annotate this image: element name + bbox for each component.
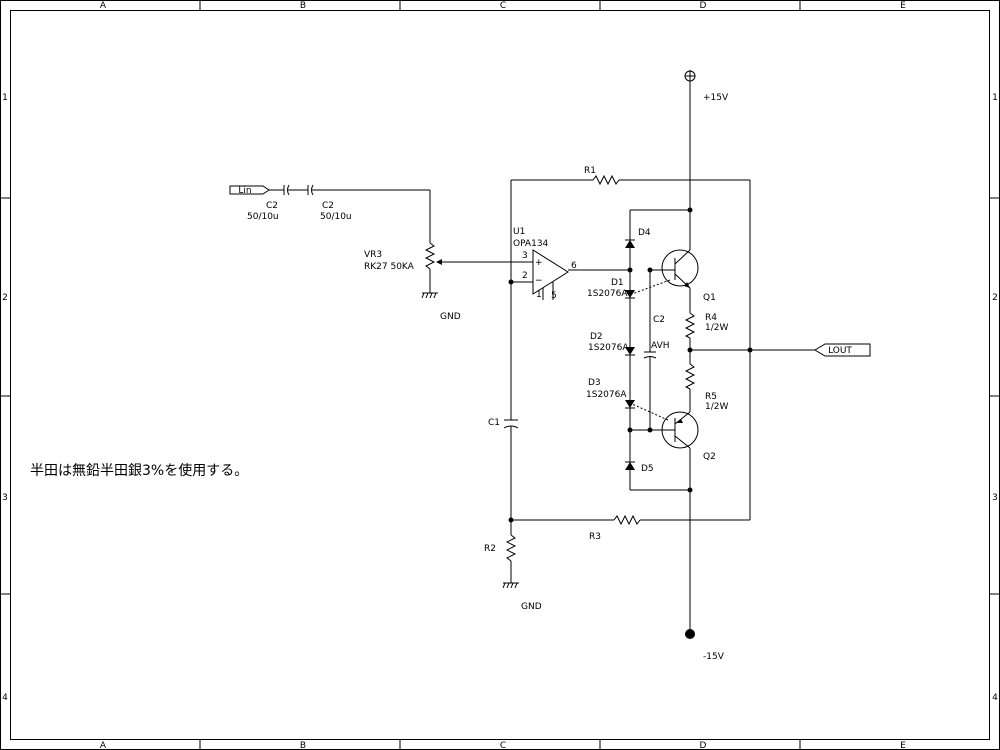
row-label-left: 2 — [2, 293, 8, 303]
gnd-label-vr3: GND — [440, 312, 461, 322]
c2b-value: 50/10u — [320, 212, 352, 222]
inner-frame — [10, 10, 990, 740]
wiper-arrow — [436, 259, 442, 265]
input-section: Lin C2 50/10u C2 50/10u — [229, 184, 430, 222]
r2-ref: R2 — [484, 544, 496, 554]
row-label-left: 3 — [2, 493, 8, 503]
d1-symbol — [625, 290, 635, 298]
row-label-right: 1 — [992, 93, 998, 103]
neg-supply-terminal — [685, 629, 695, 639]
lin-connector — [229, 185, 270, 195]
d2-ref: D2 — [590, 332, 603, 342]
d5-symbol — [625, 462, 635, 470]
u1-pin2: 2 — [522, 271, 528, 281]
u1-pin5: 5 — [551, 291, 557, 301]
d5-ref: D5 — [641, 464, 654, 474]
r4-symbol — [684, 312, 696, 339]
u1-pin6: 6 — [571, 261, 577, 271]
c2-ref: C2 — [653, 315, 665, 325]
r4-value: 1/2W — [705, 323, 728, 333]
col-label-top: B — [300, 1, 306, 11]
q1-transistor — [661, 249, 699, 287]
bias-diodes: D4 D1 1S2076A D2 1S2076A D3 1S2076A D5 — [586, 209, 690, 491]
d3-ref: D3 — [588, 378, 601, 388]
lin-label: Lin — [238, 186, 251, 196]
d1-value: 1S2076A — [587, 289, 628, 299]
neg-supply-label: -15V — [703, 652, 725, 662]
d3-symbol — [625, 400, 635, 408]
r4-ref: R4 — [705, 313, 717, 323]
col-label-bottom: A — [100, 741, 107, 750]
col-label-top: E — [900, 1, 906, 11]
col-label-bottom: C — [500, 741, 506, 750]
q1-ref: Q1 — [703, 293, 716, 303]
u1-value: OPA134 — [513, 239, 549, 249]
c1-ref: C1 — [488, 418, 500, 428]
u1-ref: U1 — [513, 227, 525, 237]
solder-note: 半田は無鉛半田銀3%を使用する。 — [30, 462, 248, 479]
pos-supply-label: +15V — [703, 93, 729, 103]
r5-ref: R5 — [705, 392, 717, 402]
r5-value: 1/2W — [705, 402, 728, 412]
vr3-ref: VR3 — [364, 250, 382, 260]
c2a-ref: C2 — [266, 201, 278, 211]
u1-opamp: U1 OPA134 + − 3 2 6 1 5 — [511, 227, 630, 301]
vr3-value: RK27 50KA — [364, 262, 415, 272]
d1-ref: D1 — [611, 278, 624, 288]
row-label-right: 4 — [992, 693, 998, 703]
lout-connector — [814, 343, 871, 357]
d4-ref: D4 — [638, 228, 651, 238]
col-label-top: A — [100, 1, 107, 11]
row-label-right: 2 — [992, 293, 998, 303]
gnd-label-r2: GND — [521, 602, 542, 612]
u1-plus: + — [535, 258, 543, 268]
d3-value: 1S2076A — [586, 390, 627, 400]
row-label-left: 4 — [2, 693, 8, 703]
col-label-bottom: B — [300, 741, 306, 750]
vr3-potentiometer: GND VR3 RK27 50KA — [364, 190, 520, 322]
row-label-left: 1 — [2, 93, 8, 103]
output-stage: +15V Q1 R4 1/2W R5 1/2W Q2 -15V L — [631, 70, 871, 662]
lout-label: LOUT — [828, 346, 852, 356]
r3-ref: R3 — [589, 532, 601, 542]
r3-symbol — [613, 514, 641, 526]
col-label-bottom: E — [900, 741, 906, 750]
col-label-top: D — [700, 1, 707, 11]
u1-minus: − — [535, 276, 543, 286]
d4-symbol — [625, 240, 635, 248]
c2b-ref: C2 — [322, 201, 334, 211]
r5-symbol — [684, 363, 696, 390]
c2a-value: 50/10u — [247, 212, 279, 222]
d2-symbol — [625, 347, 635, 355]
r1-symbol — [592, 174, 620, 186]
r1-ref: R1 — [584, 166, 596, 176]
q2-transistor — [661, 411, 699, 449]
c2-avh-capacitor: C2 AVH — [643, 270, 670, 430]
c2-value: AVH — [651, 341, 670, 351]
col-label-bottom: D — [700, 741, 707, 750]
u1-pin3: 3 — [522, 251, 528, 261]
u1-pin1: 1 — [536, 290, 542, 300]
d2-value: 1S2076A — [588, 343, 629, 353]
q2-ref: Q2 — [703, 452, 716, 462]
col-label-top: C — [500, 1, 506, 11]
r2-symbol — [505, 534, 517, 562]
row-label-right: 3 — [992, 493, 998, 503]
